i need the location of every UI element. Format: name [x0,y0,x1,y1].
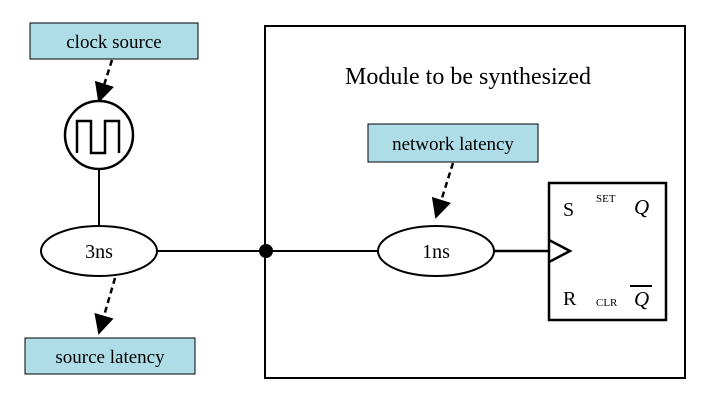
clock-source-arrow [94,59,114,103]
clock-source-label: clock source [66,32,161,53]
square-wave-clock-icon [63,99,135,171]
network-latency-arrow [431,162,455,219]
flip-flop-r: R [563,288,577,310]
module-title: Module to be synthesized [345,64,591,90]
clock-source-label-box [29,22,199,60]
network-latency-label: network latency [392,134,514,155]
module-boundary [264,25,686,379]
flip-flop: S SET Q R CLR Q [547,181,668,322]
flip-flop-set: SET [596,193,616,205]
flip-flop-clr: CLR [596,297,618,309]
network-latency-label-box [367,123,539,163]
clock-input-triangle [548,238,573,264]
flip-flop-qbar: Q [634,287,649,311]
source-delay-value: 3ns [85,241,113,263]
source-latency-label: source latency [55,347,165,368]
source-latency-label-box [24,337,196,375]
network-delay-value: 1ns [422,241,450,263]
junction-dot [259,244,273,258]
source-latency-arrow [94,277,117,335]
flip-flop-q: Q [634,195,649,219]
flip-flop-s: S [563,199,574,221]
